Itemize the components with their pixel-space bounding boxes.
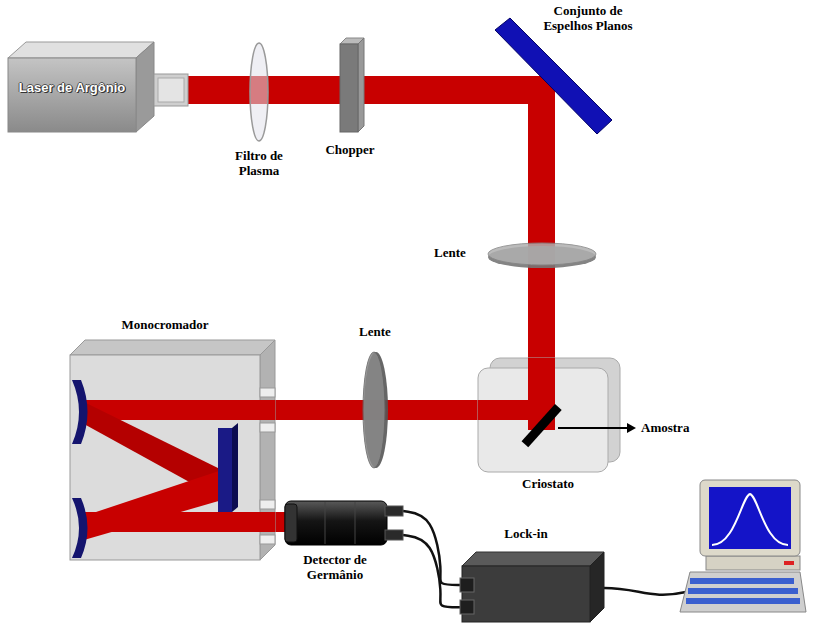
laser-box-shape-part: [8, 42, 154, 58]
monochromator-shape-part: [232, 423, 238, 512]
lock-in-amplifier-shape-part: [460, 600, 474, 614]
chopper: Chopper: [340, 38, 364, 132]
laser-beam: [528, 270, 555, 358]
signal-cable: [403, 511, 462, 585]
monochromator-shape-part: [72, 380, 88, 444]
keyboard-keys-part: [688, 588, 798, 594]
monochromator-shape-part: [82, 512, 275, 532]
lens-shape: [486, 240, 598, 270]
monochromator-shape-part: [260, 388, 275, 397]
lens: Lente: [362, 350, 388, 470]
cryostat-shape: [478, 358, 620, 472]
germanium-detector-shape-part: [285, 501, 387, 545]
monochromator-shape-part: [260, 500, 275, 509]
laser-box: Laser de Argônio: [8, 40, 188, 132]
flat-mirror-set: Conjunto de Espelhos Planos: [490, 12, 615, 137]
sample-label: Amostra: [641, 420, 711, 435]
chopper-shape: [340, 38, 364, 132]
plasma-filter: Filtro de Plasma: [249, 42, 269, 142]
monochromator: Monocromador: [70, 340, 275, 560]
lens-shape: [362, 350, 388, 470]
germanium-detector: Detector de Germânio: [285, 498, 403, 548]
germanium-detector-shape-part: [285, 504, 297, 542]
lock-in-amplifier-shape-part: [462, 566, 590, 622]
laser-beam: [269, 76, 340, 104]
monochromator-shape-part: [70, 340, 275, 355]
lens-shape-part: [364, 352, 388, 468]
laser-box-shape-part: [158, 78, 184, 102]
computer-base: [706, 556, 800, 570]
chopper-shape-part: [340, 44, 358, 132]
component-label: Monocromador: [95, 317, 235, 332]
monochromator-shape-part: [72, 498, 88, 558]
screen: [709, 487, 791, 549]
component-label: Criostato: [498, 476, 598, 491]
component-label: Chopper: [310, 142, 390, 157]
device-name: Laser de Argônio: [12, 80, 132, 95]
component-label: Lente: [422, 245, 478, 260]
germanium-detector-shape-part: [385, 506, 403, 516]
germanium-detector-shape-part: [385, 530, 403, 540]
keyboard: [680, 572, 806, 612]
lock-in-amplifier-shape-part: [460, 578, 474, 592]
germanium-detector-shape: [285, 498, 403, 548]
cryostat-shape-part: [558, 427, 628, 429]
gaussian-curve: [712, 494, 788, 545]
monochromator-shape-part: [218, 428, 232, 512]
component-label: Filtro de Plasma: [224, 148, 294, 178]
cryostat-shape-part: [627, 423, 636, 433]
keyboard-keys: [686, 578, 800, 604]
laser-beam: [275, 400, 362, 420]
cryostat-shape-part: [478, 400, 548, 420]
laser-box-shape-part: [136, 42, 154, 132]
laser-box-shape-part: [8, 58, 136, 132]
laser-beam: [188, 76, 249, 104]
component-label: Detector de Germânio: [290, 552, 380, 582]
lens: Lente: [486, 240, 598, 270]
monochromator-shape: [70, 340, 275, 560]
laser-beam: [528, 137, 555, 240]
lock-in-amplifier-shape-part: [462, 552, 604, 566]
monitor: [700, 480, 800, 556]
flat-mirror-set-shape-part: [495, 18, 612, 134]
plasma-filter-shape-part: [250, 43, 268, 141]
computer: [680, 480, 806, 612]
laser-beam: [364, 76, 490, 104]
cryostat: Criostato: [478, 358, 620, 472]
laser-beam: [388, 400, 478, 420]
cryostat-shape-part: [522, 404, 562, 447]
power-light: [784, 561, 794, 565]
signal-cable: [403, 535, 462, 607]
germanium-detector-shape-part: [325, 502, 326, 544]
component-label: Conjunto de Espelhos Planos: [533, 3, 643, 33]
laser-beam: [275, 512, 285, 532]
lens-shape-part: [363, 352, 385, 468]
monochromator-shape-part: [260, 423, 275, 432]
component-label: Lente: [345, 324, 405, 339]
keyboard-keys-part: [686, 598, 800, 604]
lock-in-amplifier: Lock-in: [462, 552, 604, 622]
chopper-shape-part: [358, 38, 364, 132]
lock-in-amplifier-shape-part: [590, 552, 604, 622]
lens-shape-part: [488, 243, 596, 265]
component-label: Lock-in: [486, 526, 566, 541]
laser-box-shape-part: [154, 74, 188, 106]
monochromator-shape-part: [260, 535, 275, 544]
keyboard-keys-part: [690, 578, 794, 584]
plasma-filter-shape: [249, 42, 269, 142]
germanium-detector-shape-part: [355, 502, 356, 544]
computer-cable: [604, 588, 686, 595]
lock-in-amplifier-shape: [462, 552, 604, 622]
